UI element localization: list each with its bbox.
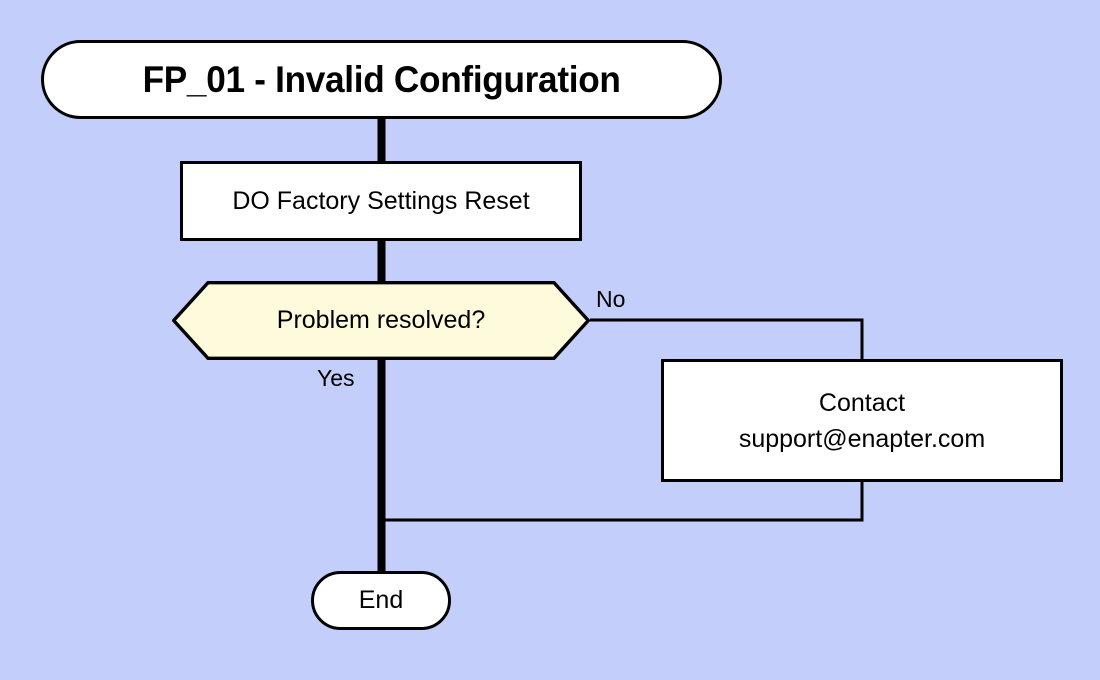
node-decision-problem-resolved[interactable]: Problem resolved?: [172, 281, 590, 360]
edge-label-no: No: [596, 286, 626, 312]
edge-contact-to-join: [382, 480, 864, 522]
node-reset-label: DO Factory Settings Reset: [232, 186, 530, 215]
node-end-label: End: [358, 586, 404, 614]
node-decision-label: Problem resolved?: [276, 306, 486, 334]
node-end[interactable]: End: [311, 571, 451, 630]
node-title-invalid-configuration[interactable]: FP_01 - Invalid Configuration: [41, 40, 722, 119]
node-contact-text: Contact support@enapter.com: [739, 385, 985, 457]
node-title-label: FP_01 - Invalid Configuration: [142, 58, 621, 100]
hexagon-shape: [172, 281, 590, 360]
node-contact-line2: support@enapter.com: [738, 424, 986, 453]
node-contact-line1: Contact: [818, 388, 906, 417]
edge-decision-no-to-contact: [590, 318, 864, 361]
node-contact-support[interactable]: Contact support@enapter.com: [661, 359, 1063, 482]
edge-label-yes: Yes: [317, 365, 355, 391]
node-factory-settings-reset[interactable]: DO Factory Settings Reset: [180, 161, 582, 241]
